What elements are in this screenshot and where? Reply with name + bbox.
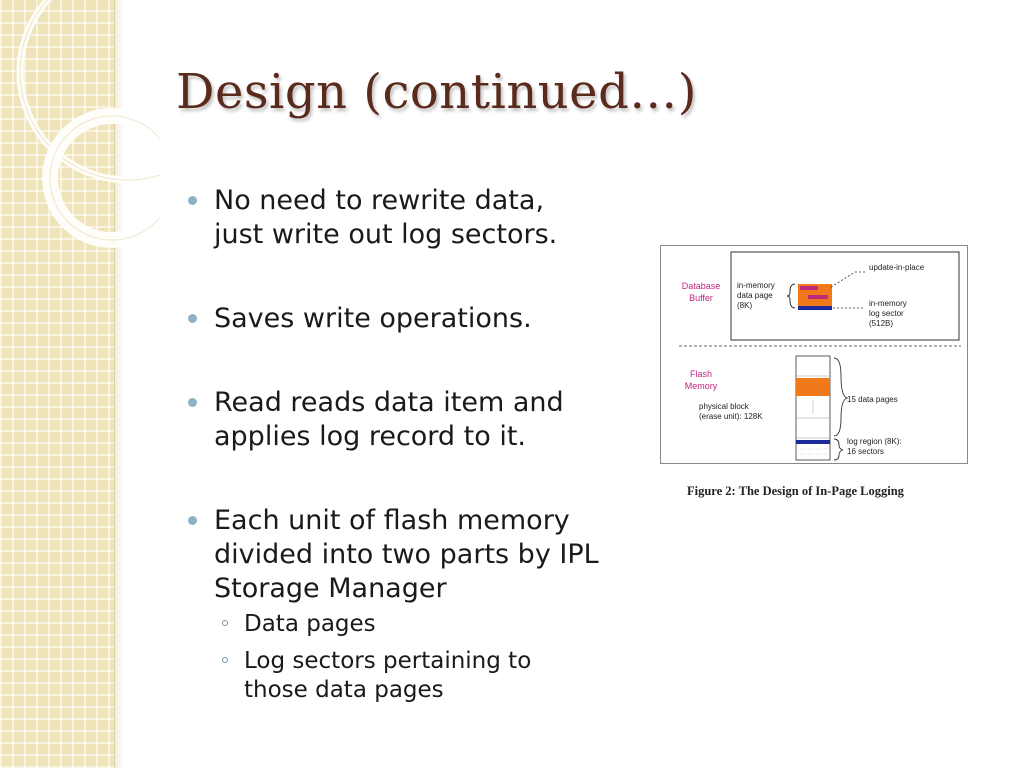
physical-block-label-2: (erase unit): 128K	[699, 412, 763, 421]
database-buffer-label-2: Buffer	[689, 293, 713, 303]
update-segment-2	[808, 295, 828, 299]
bullet-line: Storage Manager	[214, 573, 447, 604]
data-pages-brace-icon	[833, 357, 849, 437]
log-sector-block	[798, 306, 832, 310]
bullet-list: No need to rewrite data, just write out …	[188, 184, 658, 705]
bullet-line: Saves write operations.	[214, 303, 532, 334]
bullet-item: Saves write operations.	[188, 302, 658, 336]
bullet-item: Each unit of flash memory divided into t…	[188, 504, 658, 606]
update-in-place-label: update-in-place	[869, 263, 925, 272]
bullet-line: Read reads data item and	[214, 387, 564, 418]
update-segment-1	[800, 286, 818, 290]
sub-bullet-line: Data pages	[244, 611, 376, 637]
bullet-line: Each unit of flash memory	[214, 505, 570, 536]
sub-bullet-item: Data pages	[218, 610, 658, 639]
flash-data-page-block	[796, 378, 830, 396]
bullet-dot-icon	[188, 398, 197, 407]
slide-title: Design (continued…)	[176, 64, 698, 120]
in-memory-log-sector-label-3: (512B)	[869, 319, 893, 328]
decorative-side-strip	[0, 0, 115, 768]
strip-shadow	[114, 0, 124, 768]
log-region-brace-icon	[833, 438, 844, 461]
bullet-line: No need to rewrite data,	[214, 185, 545, 216]
sub-bullet-line: those data pages	[244, 677, 444, 703]
data-pages-label: 15 data pages	[847, 395, 898, 404]
bullet-item: Read reads data item and applies log rec…	[188, 386, 658, 454]
flash-memory-label-1: Flash	[690, 369, 712, 379]
bullet-dot-icon	[188, 314, 197, 323]
update-arrow	[830, 271, 856, 288]
database-buffer-label-1: Database	[682, 281, 721, 291]
buffer-panel	[730, 251, 960, 341]
sub-bullet-ring-icon	[222, 620, 228, 626]
bullet-line: just write out log sectors.	[214, 219, 558, 250]
ipl-design-figure: Database Buffer in-memory data page (8K)…	[660, 245, 968, 464]
figure-caption: Figure 2: The Design of In-Page Logging	[687, 484, 904, 498]
in-memory-data-page-label-3: (8K)	[737, 301, 752, 310]
in-memory-log-sector-label-1: in-memory	[869, 299, 907, 308]
decorative-circles	[16, 0, 160, 248]
sub-bullet-ring-icon	[222, 657, 228, 663]
bullet-item: No need to rewrite data, just write out …	[188, 184, 658, 252]
bullet-line: applies log record to it.	[214, 421, 527, 452]
sub-bullet-item: Log sectors pertaining to those data pag…	[218, 647, 658, 705]
bullet-dot-icon	[188, 516, 197, 525]
sub-bullet-line: Log sectors pertaining to	[244, 648, 532, 674]
in-memory-data-page-label-1: in-memory	[737, 281, 775, 290]
physical-block-label-1: physical block	[699, 402, 750, 411]
log-region-label-2: 16 sectors	[847, 447, 884, 456]
flash-log-sector-block	[796, 440, 830, 444]
log-region-label-1: log region (8K):	[847, 437, 902, 446]
bullet-line: divided into two parts by IPL	[214, 539, 599, 570]
brace-icon	[786, 283, 796, 309]
bullet-dot-icon	[188, 196, 197, 205]
in-memory-log-sector-label-2: log sector	[869, 309, 904, 318]
in-memory-data-page-label-2: data page	[737, 291, 773, 300]
flash-memory-label-2: Memory	[685, 381, 718, 391]
